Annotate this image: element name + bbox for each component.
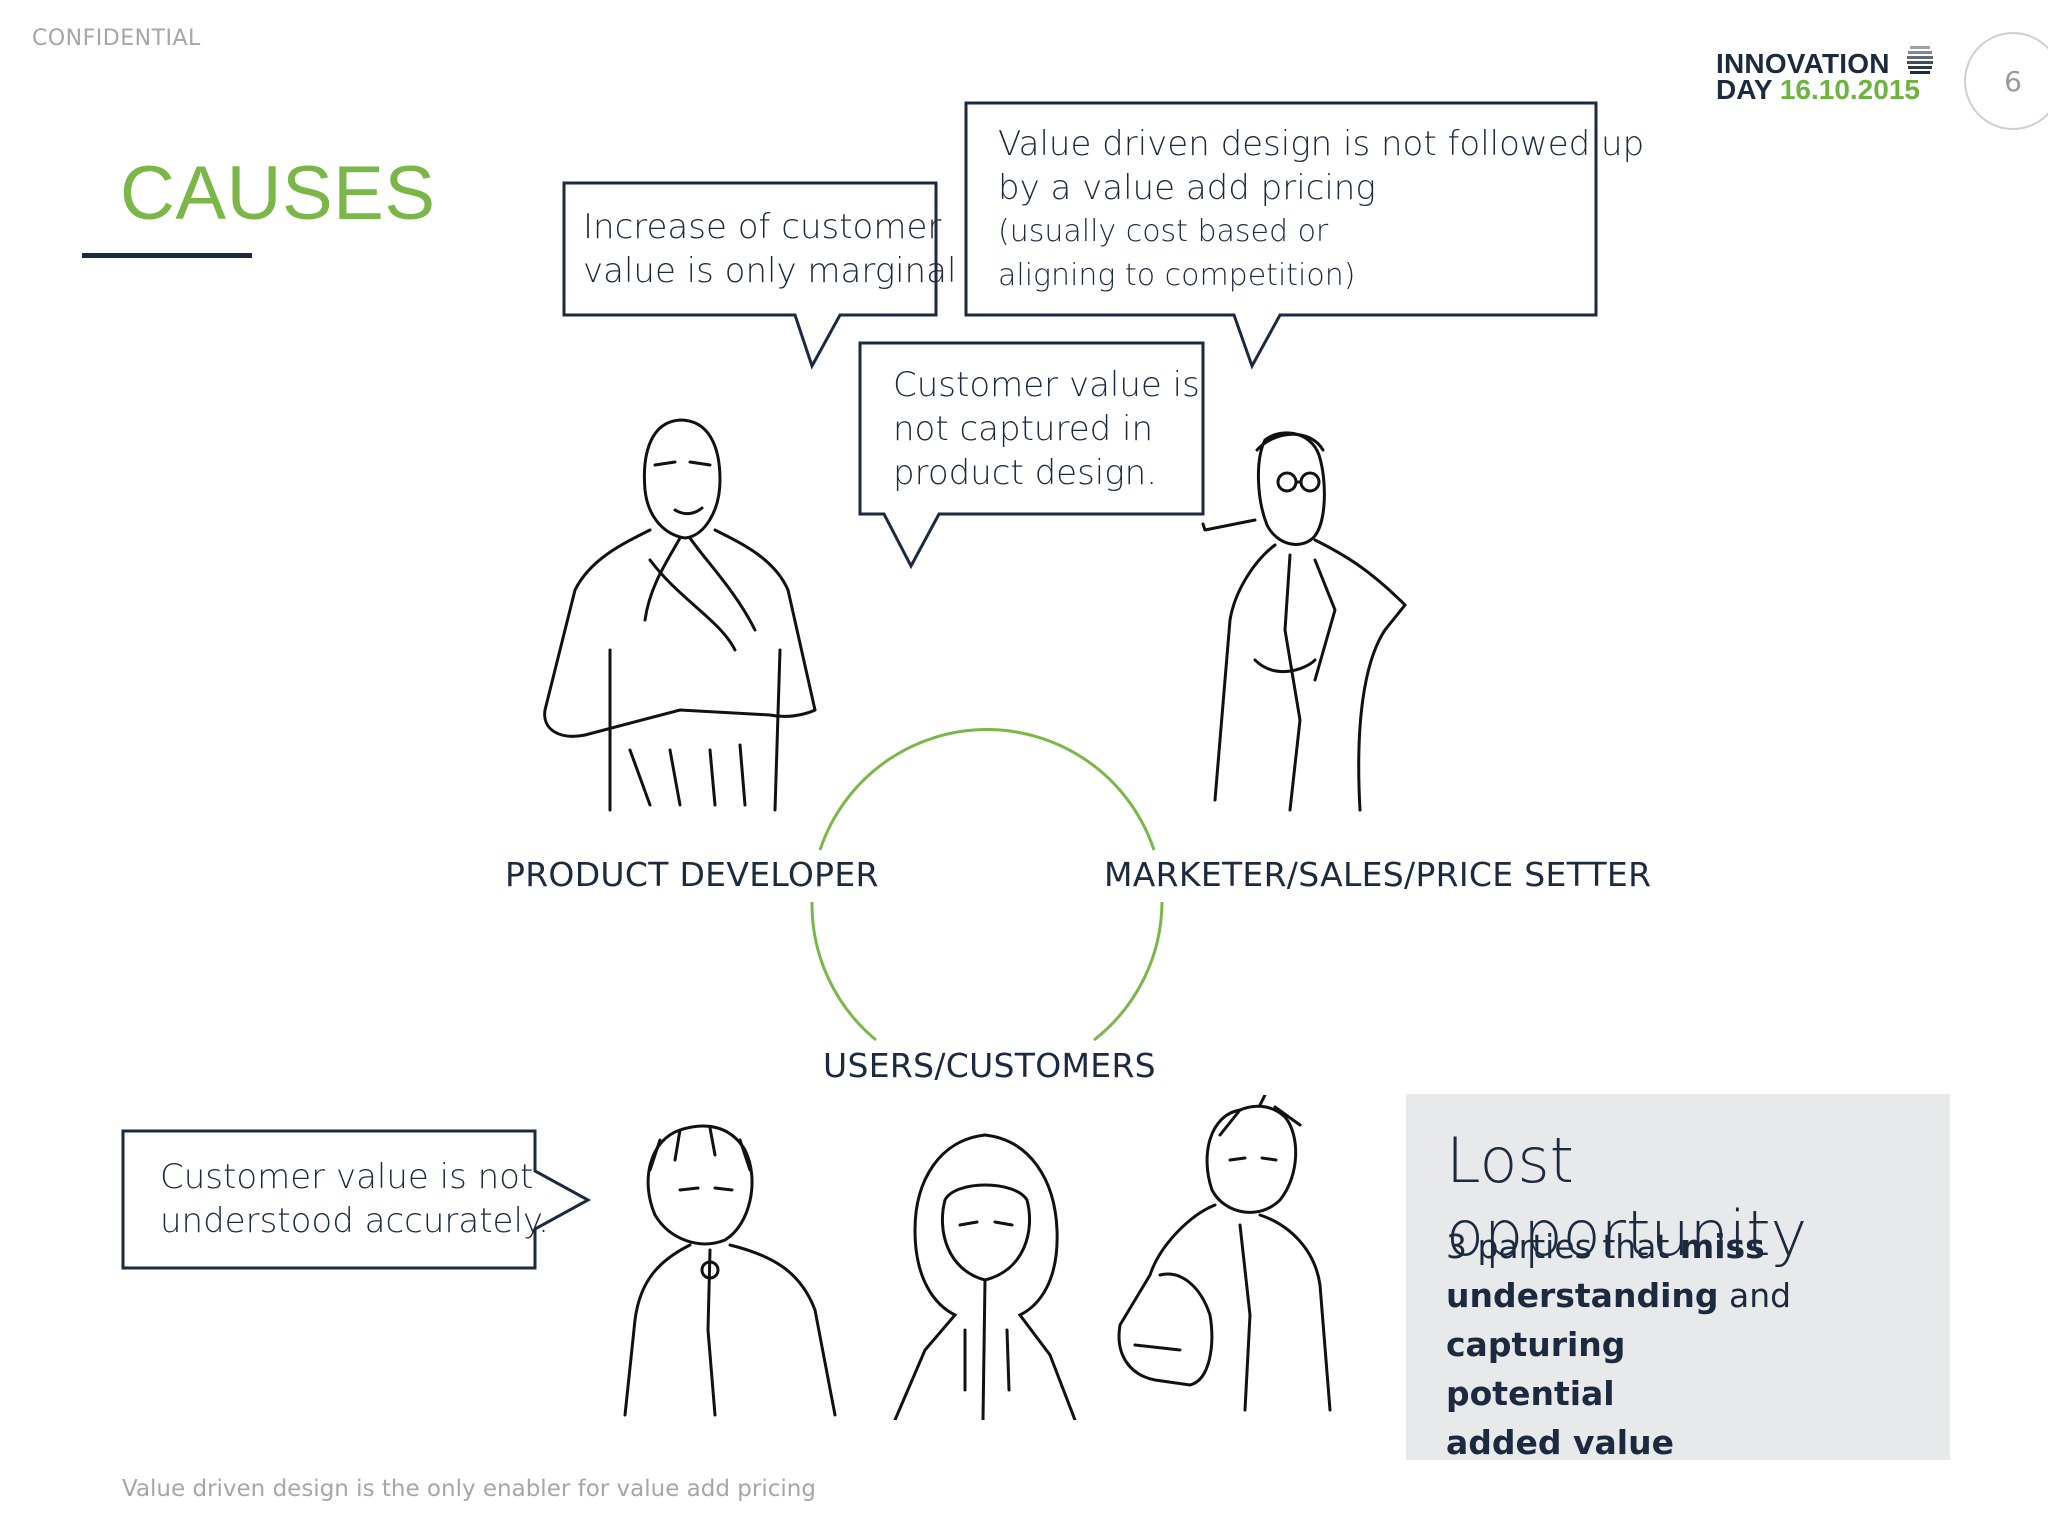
page-number: 6 [1964, 32, 2048, 130]
lost-opportunity-title: Lost opportunity [1446, 1124, 1808, 1270]
role-product-developer: PRODUCT DEVELOPER [505, 855, 879, 894]
logo-day: DAY [1716, 74, 1773, 105]
customer-1-illustration [623, 1124, 837, 1417]
footer-note: Value driven design is the only enabler … [122, 1476, 816, 1502]
bubble-design-text: Customer value is not captured in produc… [893, 365, 1200, 493]
cycle-arc-left [810, 901, 877, 1042]
role-users-customers: USERS/CUSTOMERS [823, 1046, 1156, 1085]
cycle-arc-right [1093, 901, 1164, 1042]
marketer-illustration [1201, 431, 1408, 812]
logo-line2: DAY 16.10.2015 [1716, 74, 1920, 106]
customer-3-illustration [1117, 1095, 1332, 1412]
bubble-understood-text: Customer value is not understood accurat… [160, 1157, 549, 1241]
innovation-day-logo: INNOVATION DAY 16.10.2015 [1716, 44, 1936, 106]
logo-line1: INNOVATION [1716, 48, 1890, 79]
customer-2-illustration [893, 1133, 1077, 1420]
title-underline [82, 253, 252, 258]
slide-title: CAUSES [120, 151, 436, 236]
bubble-pricing-text: Value driven design is not followed up b… [998, 124, 1645, 293]
product-developer-illustration [543, 418, 817, 812]
globe-icon [1907, 46, 1933, 74]
logo-date: 16.10.2015 [1779, 74, 1920, 105]
role-marketer: MARKETER/SALES/PRICE SETTER [1104, 855, 1652, 894]
cycle-arc-top [818, 728, 1156, 851]
bubble-marginal-text: Increase of customer value is only margi… [583, 207, 957, 291]
confidential-label: CONFIDENTIAL [32, 26, 201, 51]
